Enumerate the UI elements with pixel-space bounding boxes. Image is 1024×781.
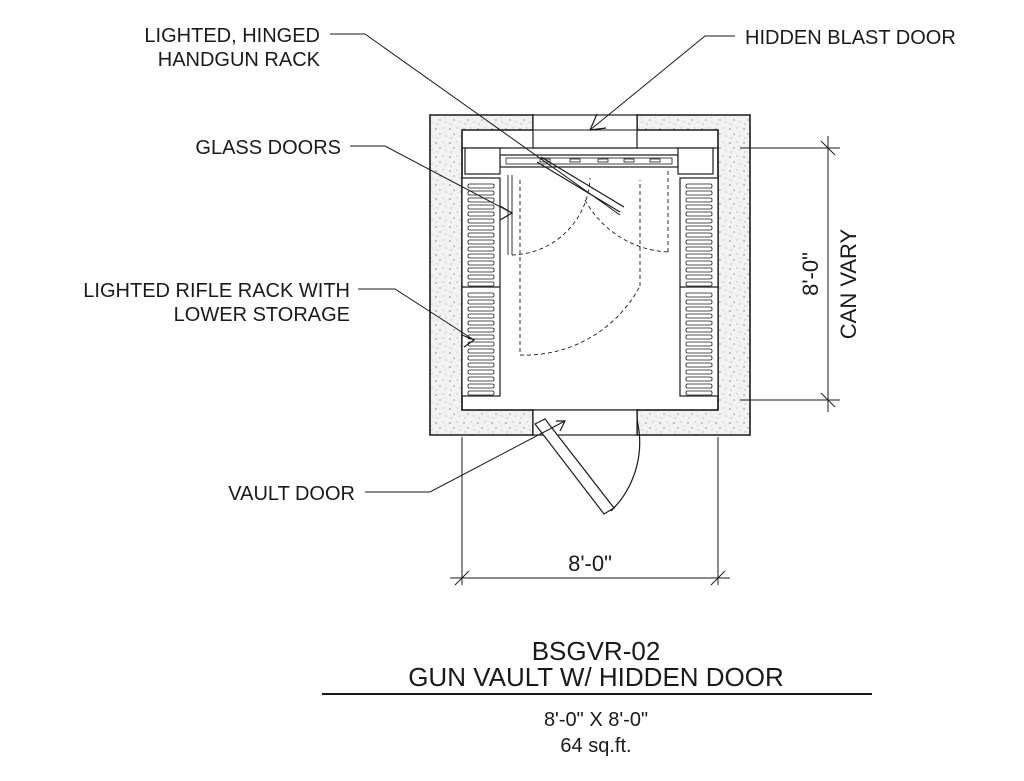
dimension-depth — [740, 136, 840, 412]
rifle-slot — [467, 369, 495, 375]
rifle-slot — [685, 341, 713, 347]
dimension-width — [450, 437, 730, 586]
rifle-slot — [685, 218, 713, 224]
rifle-slot — [685, 376, 713, 382]
title-size: 8'-0" X 8'-0" — [544, 709, 648, 731]
rifle-slot — [467, 320, 495, 326]
arrowheads — [461, 113, 607, 432]
rifle-slot — [685, 204, 713, 210]
rifle-slot — [467, 183, 495, 189]
rifle-slot — [685, 190, 713, 196]
rifle-slot — [685, 355, 713, 361]
rifle-slot — [467, 225, 495, 231]
rifle-slot — [467, 281, 495, 287]
rifle-slot — [685, 267, 713, 273]
rifle-slot — [685, 292, 713, 298]
rifle-slot — [685, 225, 713, 231]
label-handgun-rack-line2: HANDGUN RACK — [158, 49, 321, 71]
handgun-rack-swing — [536, 156, 669, 253]
rifle-slot — [467, 376, 495, 382]
rifle-slot — [685, 362, 713, 368]
dimension-width-label: 8'-0" — [568, 551, 612, 576]
label-vault-door: VAULT DOOR — [228, 483, 355, 505]
rifle-slot — [467, 383, 495, 389]
rifle-slot — [467, 218, 495, 224]
rifle-slot — [685, 239, 713, 245]
leader-handgun-rack — [330, 33, 621, 216]
rifle-slot — [685, 369, 713, 375]
rifle-slot — [467, 232, 495, 238]
rifle-slot — [685, 197, 713, 203]
rifle-slot — [467, 348, 495, 354]
rifle-slot — [685, 260, 713, 266]
rifle-slot — [467, 267, 495, 273]
glass-doors — [507, 175, 641, 356]
label-glass-doors: GLASS DOORS — [195, 137, 341, 159]
rifle-slot — [467, 355, 495, 361]
rifle-slot — [685, 383, 713, 389]
rifle-slot — [467, 260, 495, 266]
title-area: 64 sq.ft. — [560, 735, 631, 757]
rifle-slot — [685, 253, 713, 259]
rifle-slot — [685, 274, 713, 280]
leader-rifle-rack — [358, 288, 475, 341]
title-name: GUN VAULT W/ HIDDEN DOOR — [408, 662, 784, 692]
handgun-rack — [499, 154, 679, 168]
label-hidden-blast-door: HIDDEN BLAST DOOR — [745, 27, 956, 49]
dimension-depth-note: CAN VARY — [836, 228, 861, 339]
rifle-rack-left — [461, 177, 501, 397]
rifle-slot — [467, 211, 495, 217]
title-code: BSGVR-02 — [532, 636, 661, 666]
rifle-slot — [467, 306, 495, 312]
rifle-slot — [467, 204, 495, 210]
rifle-slot — [467, 362, 495, 368]
rifle-slot — [685, 281, 713, 287]
rifle-rack-right — [679, 177, 719, 397]
rifle-slot — [467, 274, 495, 280]
rifle-slot — [467, 197, 495, 203]
rifle-slot — [467, 299, 495, 305]
rifle-slot — [467, 253, 495, 259]
rifle-slot — [467, 327, 495, 333]
rifle-slot — [685, 320, 713, 326]
label-handgun-rack-line1: LIGHTED, HINGED — [144, 25, 320, 47]
leader-glass-doors — [350, 145, 513, 214]
rifle-slot — [467, 390, 495, 396]
rifle-slot — [685, 390, 713, 396]
leader-vault-door — [365, 420, 566, 493]
rifle-slot — [685, 348, 713, 354]
hidden-blast-door — [532, 114, 638, 149]
rifle-slot — [467, 190, 495, 196]
leader-lines — [330, 33, 735, 493]
rifle-slot — [685, 183, 713, 189]
dimension-depth-label: 8'-0" — [798, 252, 823, 296]
leader-hidden-blast-door — [589, 35, 735, 131]
corner-posts — [464, 147, 714, 175]
rifle-slot — [685, 334, 713, 340]
rifle-slot — [467, 292, 495, 298]
rifle-slot — [467, 246, 495, 252]
rifle-slot — [685, 246, 713, 252]
rifle-slot — [685, 313, 713, 319]
rifle-slot — [685, 327, 713, 333]
rifle-slot — [685, 299, 713, 305]
rifle-slot — [467, 313, 495, 319]
rifle-slot — [685, 232, 713, 238]
rifle-slot — [467, 239, 495, 245]
label-rifle-rack-line2: LOWER STORAGE — [174, 304, 350, 326]
rifle-slot — [685, 211, 713, 217]
rifle-slot — [685, 306, 713, 312]
vault-door — [532, 409, 641, 515]
label-rifle-rack-line1: LIGHTED RIFLE RACK WITH — [83, 280, 350, 302]
